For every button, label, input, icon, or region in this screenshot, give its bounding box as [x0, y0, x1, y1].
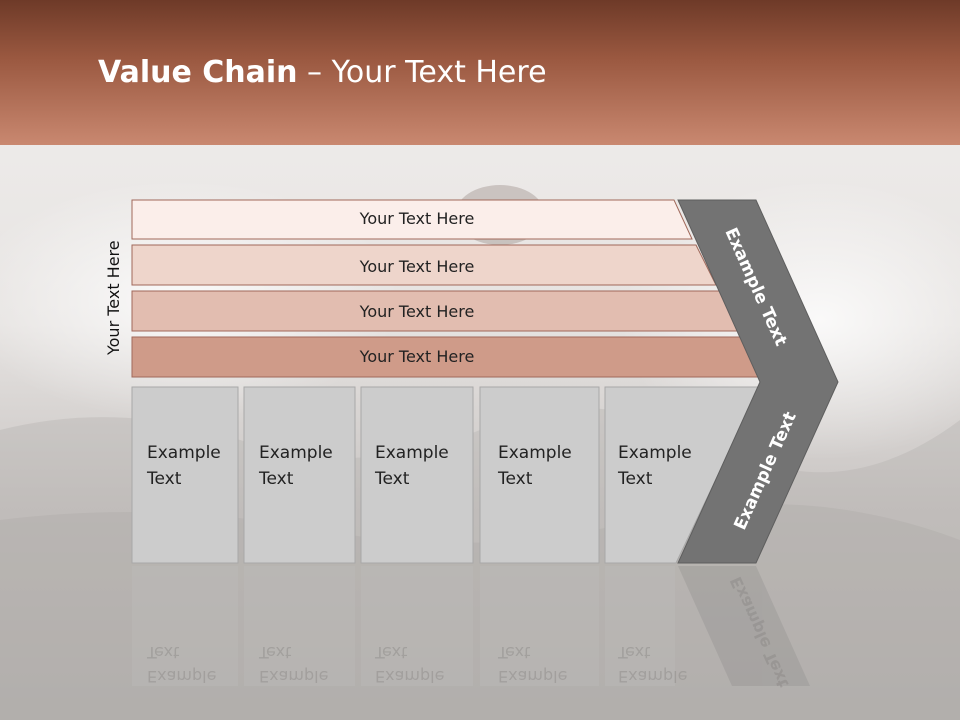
activity-box-1[interactable]	[131, 386, 239, 564]
box-reflection-1-line1: Example	[147, 667, 217, 686]
box-label-1-line1: Example	[147, 443, 221, 463]
box-label-3-line1: Example	[375, 443, 449, 463]
box-reflection-3-line1: Example	[375, 667, 445, 686]
activity-box-2[interactable]	[243, 386, 356, 564]
box-reflection-3-line2: Text	[375, 643, 408, 662]
box-label-5-line2: Text	[618, 469, 653, 489]
box-reflection-4: Example Text	[498, 640, 567, 688]
title-bold: Value Chain	[98, 55, 298, 90]
activity-box-3[interactable]	[360, 386, 474, 564]
title-rest: – Your Text Here	[297, 55, 547, 90]
box-reflection-5-line1: Example	[618, 667, 688, 686]
row-label-2: Your Text Here	[359, 257, 475, 276]
header-bar	[0, 0, 960, 145]
box-reflection-4-line1: Example	[498, 667, 568, 686]
box-reflection-1-line2: Text	[147, 643, 180, 662]
chevron-arrow[interactable]	[677, 199, 839, 564]
box-reflection-5-line2: Text	[618, 643, 651, 662]
row-label-4: Your Text Here	[359, 347, 475, 366]
box-label-1-line2: Text	[147, 469, 182, 489]
box-label-4-line2: Text	[498, 469, 533, 489]
box-reflection-3: Example Text	[375, 640, 444, 688]
row-label-3: Your Text Here	[359, 302, 475, 321]
box-reflection-1: Example Text	[147, 640, 216, 688]
box-label-5-line1: Example	[618, 443, 692, 463]
box-label-2-line2: Text	[259, 469, 294, 489]
row-bar-1[interactable]	[131, 199, 693, 240]
activity-box-5[interactable]	[604, 386, 761, 564]
row-label-1: Your Text Here	[359, 209, 475, 228]
box-label-2-line1: Example	[259, 443, 333, 463]
reflection-group	[132, 566, 810, 686]
box-label-4-line1: Example	[498, 443, 572, 463]
slide-title: Value Chain – Your Text Here	[98, 55, 547, 90]
side-label: Your Text Here	[104, 240, 123, 355]
box-reflection-2-line2: Text	[259, 643, 292, 662]
box-reflection-2-line1: Example	[259, 667, 329, 686]
box-reflection-5: Example Text	[618, 640, 687, 688]
box-reflection-2: Example Text	[259, 640, 328, 688]
activity-box-4[interactable]	[479, 386, 600, 564]
box-label-3-line2: Text	[375, 469, 410, 489]
box-reflection-4-line2: Text	[498, 643, 531, 662]
